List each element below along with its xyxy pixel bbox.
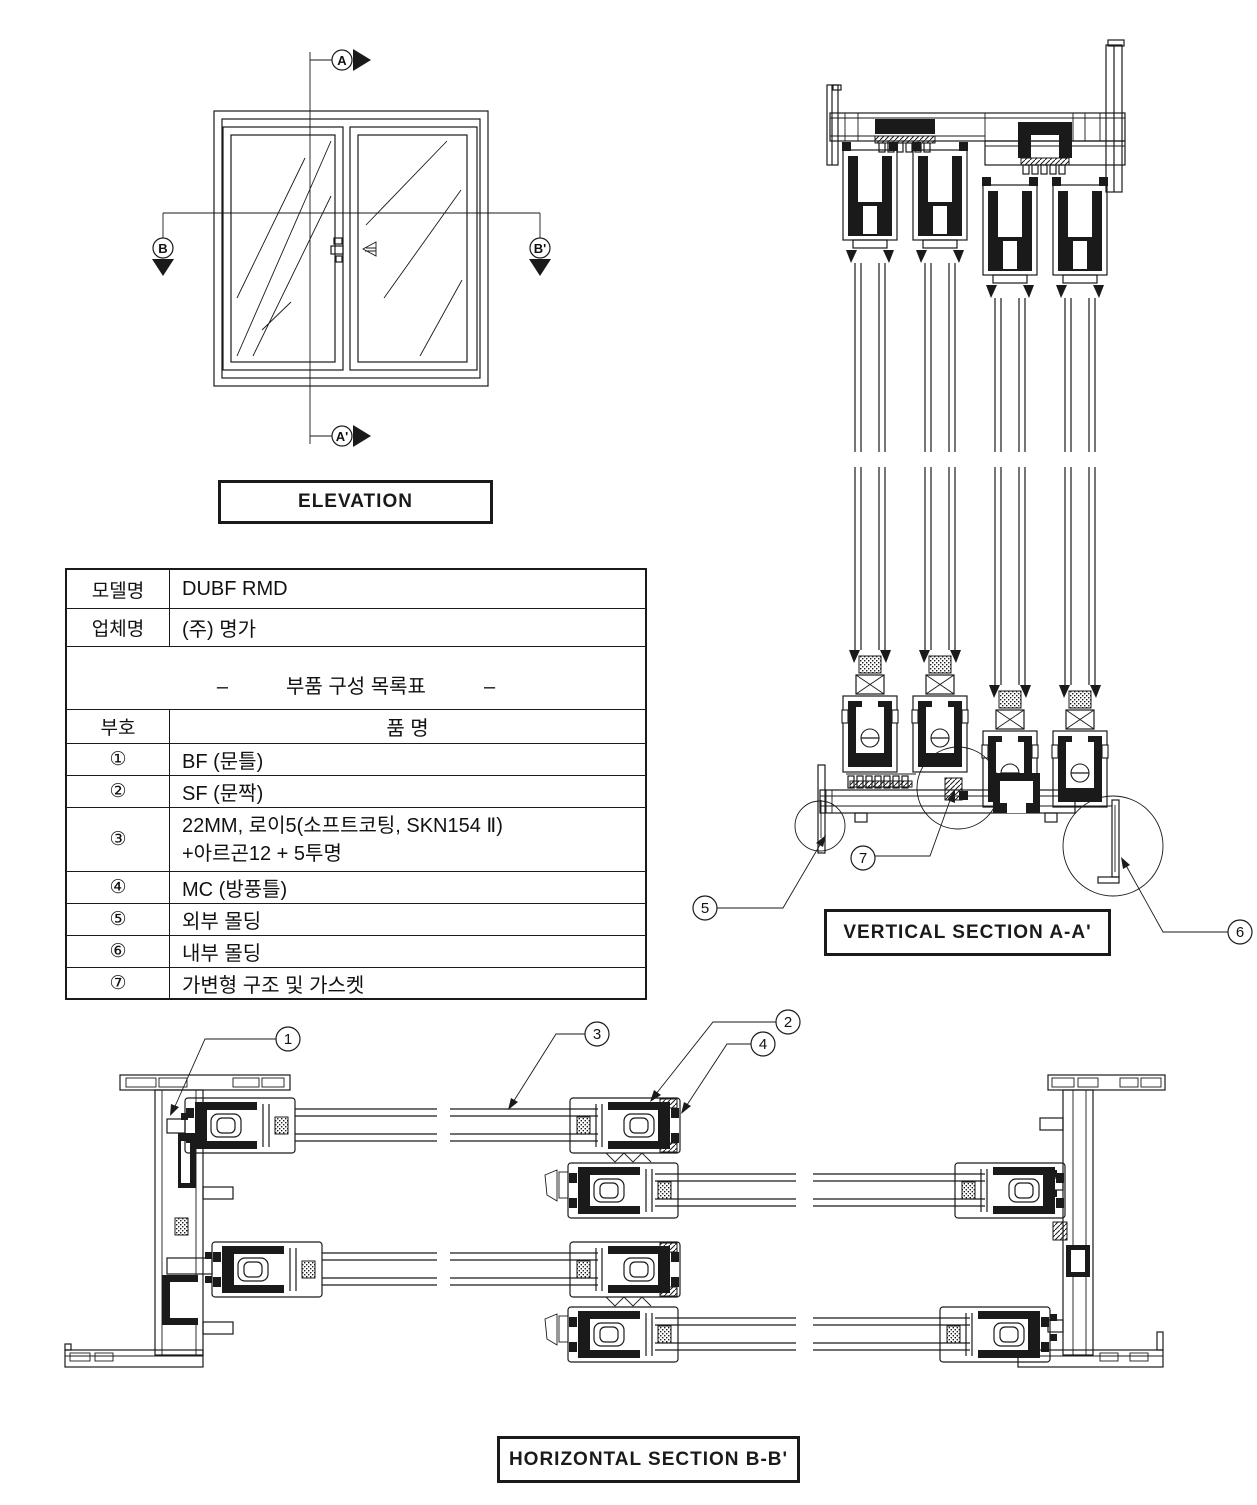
row-name: 내부 몰딩 xyxy=(170,936,645,968)
row-name: 가변형 구조 및 가스켓 xyxy=(182,974,365,997)
vertical-section-drawing: 5 7 6 xyxy=(692,39,1253,945)
marker-b-prime-label: B' xyxy=(534,241,546,256)
svg-text:1: 1 xyxy=(284,1031,292,1048)
section-marker-b-prime: B' xyxy=(529,237,551,276)
elevation-title-text: ELEVATION xyxy=(298,491,413,512)
model-value-cell: DUBF RMD xyxy=(170,570,645,609)
row-no: ⑥ xyxy=(67,936,170,968)
parts-table: 모델명 DUBF RMD 업체명 (주) 명가 – 부품 구성 목록표 – 부호… xyxy=(65,568,647,1000)
list-title-dash-left: – xyxy=(216,676,229,698)
callout-3: 3 xyxy=(508,1021,610,1110)
svg-text:3: 3 xyxy=(593,1026,601,1043)
exterior-molding xyxy=(817,764,826,854)
section-marker-a-prime: A' xyxy=(331,425,371,447)
svg-text:2: 2 xyxy=(784,1014,792,1031)
row-no: ④ xyxy=(67,872,170,904)
lock-symbol xyxy=(330,237,344,263)
callout-2: 2 xyxy=(650,1009,801,1102)
row-name: 외부 몰딩 xyxy=(170,904,645,936)
list-title-text: 부품 구성 목록표 xyxy=(286,676,426,698)
row-no: ① xyxy=(67,744,170,776)
row-name-line2: +아르곤12 + 5투명 xyxy=(182,842,342,865)
row-no: ② xyxy=(67,776,170,808)
horizontal-section-title: HORIZONTAL SECTION B-B' xyxy=(497,1436,800,1483)
model-label-cell: 모델명 xyxy=(67,570,170,609)
marker-a-label: A xyxy=(337,53,347,68)
marker-b-label: B xyxy=(158,241,167,256)
svg-text:5: 5 xyxy=(701,900,709,917)
company-label-cell: 업체명 xyxy=(67,609,170,647)
horizontal-section-title-text: HORIZONTAL SECTION B-B' xyxy=(508,1448,789,1470)
col-name-header: 품 명 xyxy=(170,710,645,744)
callout-4: 4 xyxy=(681,1031,776,1114)
callout-5: 5 xyxy=(692,835,826,921)
right-jamb xyxy=(1017,1074,1166,1368)
elevation-title: ELEVATION xyxy=(218,480,493,524)
callout-7: 7 xyxy=(850,790,955,871)
row-no: ③ xyxy=(67,808,170,872)
row-no: ⑦ xyxy=(67,968,170,998)
head-comb-left xyxy=(878,142,931,153)
svg-text:7: 7 xyxy=(859,850,867,867)
vertical-section-title-text: VERTICAL SECTION A-A' xyxy=(843,921,1092,943)
row-name: SF (문짝) xyxy=(170,776,645,808)
row-name-line1: 22MM, 로이5(소프트코팅, SKN154 Ⅱ) xyxy=(182,814,503,837)
horizontal-section-drawing: 1 3 2 4 xyxy=(64,1009,1166,1368)
callout-1: 1 xyxy=(170,1026,301,1116)
elevation-drawing: A A' B B' xyxy=(152,49,551,447)
svg-text:6: 6 xyxy=(1236,924,1244,941)
head-comb-right xyxy=(1022,164,1066,175)
row-name: 22MM, 로이5(소프트코팅, SKN154 Ⅱ) +아르곤12 + 5투명 xyxy=(170,808,645,872)
list-title-dash-right: – xyxy=(483,676,496,698)
vertical-section-title: VERTICAL SECTION A-A' xyxy=(824,909,1111,956)
marker-a-prime-label: A' xyxy=(336,429,348,444)
row-name: MC (방풍틀) xyxy=(170,872,645,904)
slide-direction-arrow xyxy=(362,241,377,257)
row-name: BF (문틀) xyxy=(170,744,645,776)
col-no-header: 부호 xyxy=(67,710,170,744)
list-title-row: – 부품 구성 목록표 – xyxy=(67,647,645,710)
interior-molding xyxy=(1097,799,1120,884)
svg-text:4: 4 xyxy=(759,1036,767,1053)
row-no: ⑤ xyxy=(67,904,170,936)
section-marker-a: A xyxy=(331,49,371,71)
company-value-cell: (주) 명가 xyxy=(170,609,645,647)
callout-6: 6 xyxy=(1121,857,1253,945)
section-marker-b: B xyxy=(152,237,174,276)
